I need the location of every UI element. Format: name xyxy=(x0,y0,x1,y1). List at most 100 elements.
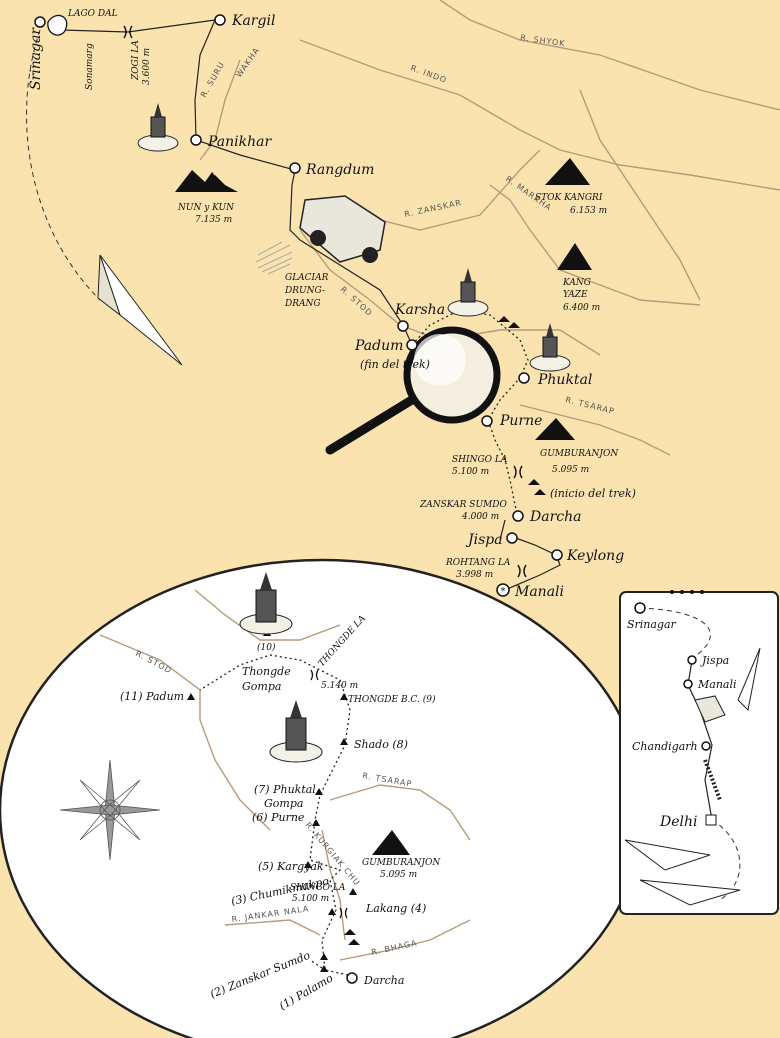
stage-padum: (11) Padum xyxy=(120,690,184,703)
label-glaciar-1: GLACIAR xyxy=(285,273,329,283)
main-flight-path xyxy=(26,29,101,301)
magnifier-icon xyxy=(325,326,501,455)
inset-marker-delhi xyxy=(705,814,717,826)
stage-thongde-gompa: Gompa xyxy=(242,680,281,693)
glacier-hatch xyxy=(255,241,293,275)
town-marker-kargil xyxy=(214,14,226,26)
label-zanskar-sumdo: ZANSKAR SUMDO xyxy=(419,500,507,510)
train-icon xyxy=(703,759,722,801)
pass-shingo-la-alt: 5.100 m xyxy=(292,894,329,904)
label-purne: Purne xyxy=(499,413,542,429)
label-inicio-trek: (inicio del trek) xyxy=(550,487,636,500)
label-keylong: Keylong xyxy=(566,548,624,564)
paper-plane-icon xyxy=(737,647,761,712)
stage-phuktal-gompa: Gompa xyxy=(264,797,303,810)
mountain-icon xyxy=(198,175,238,192)
label-shingo-la-alt: 5.100 m xyxy=(452,467,489,477)
paper-plane-icon xyxy=(97,254,183,366)
svg-text:*: * xyxy=(501,586,506,597)
pass-gumburanjon-alt: 5.095 m xyxy=(380,870,417,880)
pass-gumburanjon: GUMBURANJON xyxy=(362,858,441,868)
label-manali: Manali xyxy=(514,584,564,600)
label-zogi-la: ZOGI LA xyxy=(131,40,141,81)
label-zanskar-sumdo-alt: 4.000 m xyxy=(461,512,499,522)
river-wakha: WAKHA xyxy=(234,46,261,80)
inset-label-srinagar: Srinagar xyxy=(627,618,677,631)
river-tsarap: R. TSARAP xyxy=(565,395,616,416)
label-zogi-la-alt: 3.600 m xyxy=(142,48,152,85)
label-nun-kun: NUN y KUN xyxy=(177,203,235,213)
label-panikhar: Panikhar xyxy=(207,134,272,150)
town-marker-manali xyxy=(496,583,510,597)
main-town-markers: * xyxy=(34,14,563,597)
label-srinagar: Srinagar xyxy=(28,27,44,90)
inset-map: Srinagar Jispa Manali Chandigarh Delhi xyxy=(619,590,779,915)
stupa-icon xyxy=(269,700,323,763)
stage-phuktal: (7) Phuktal xyxy=(254,783,316,796)
stage-10: (10) xyxy=(257,642,276,653)
label-padum: Padum xyxy=(354,338,403,354)
trek-stage-markers xyxy=(187,629,357,972)
river-shyok: R. SHYOK xyxy=(520,33,566,48)
lago-dal-lake xyxy=(47,14,68,36)
town-marker-padum xyxy=(406,339,418,351)
label-kang-yaze-1: KANG xyxy=(562,278,591,288)
paper-plane-icon xyxy=(624,839,711,871)
label-stok-kangri: STOK KANGRI xyxy=(535,193,603,203)
stage-shado: Shado (8) xyxy=(354,738,408,751)
label-fin-trek: (fin del trek) xyxy=(360,358,430,371)
mountain-icon xyxy=(545,158,590,185)
label-lago-dal: LAGO DAL xyxy=(67,9,118,19)
compass-rose-icon xyxy=(59,759,161,861)
stupa-icon xyxy=(137,103,179,152)
pass-shingo-la: SHINGO LA xyxy=(290,883,346,893)
gompa-icons xyxy=(137,103,571,372)
town-marker-rangdum xyxy=(289,162,301,174)
town-marker-darcha-detail xyxy=(346,972,358,984)
label-darcha: Darcha xyxy=(529,509,581,525)
label-rangdum: Rangdum xyxy=(305,162,374,178)
town-marker-keylong xyxy=(551,549,563,561)
inset-label-delhi: Delhi xyxy=(659,814,697,830)
label-kargil: Kargil xyxy=(231,13,275,29)
stupa-icon xyxy=(239,572,293,635)
town-marker-darcha xyxy=(512,510,524,522)
label-nun-kun-alt: 7.135 m xyxy=(195,215,232,225)
inset-marker-srinagar xyxy=(634,602,646,614)
stage-thongde: Thongde xyxy=(242,665,291,678)
town-marker-srinagar xyxy=(34,16,46,28)
label-phuktal: Phuktal xyxy=(537,372,592,388)
jeep-icon xyxy=(299,195,386,263)
pass-thongde-la-alt: 5.140 m xyxy=(321,681,358,691)
label-shingo-la: SHINGO LA xyxy=(452,455,508,465)
pass-icons xyxy=(123,25,527,578)
label-glaciar-3: DRANG xyxy=(284,299,321,309)
label-glaciar-2: DRUNG- xyxy=(284,286,325,296)
stupa-icon xyxy=(529,323,571,372)
town-marker-karsha xyxy=(397,320,409,332)
inset-marker-manali xyxy=(683,679,693,689)
jeep-icon xyxy=(694,695,726,723)
mountain-icon xyxy=(372,830,410,855)
stupa-icon xyxy=(447,268,489,317)
label-sonamarg: Sonamarg xyxy=(85,43,95,90)
river-zanskar: R. ZANSKAR xyxy=(404,198,463,219)
label-gumburanjon: GUMBURANJON xyxy=(540,449,619,459)
label-rohtang-la: ROHTANG LA xyxy=(445,558,511,568)
stage-thongde-bc: THONGDE B.C. (9) xyxy=(348,694,436,705)
inset-label-jispa: Jispa xyxy=(700,654,729,667)
label-kang-yaze-alt: 6.400 m xyxy=(563,303,600,313)
stage-kargyak: (5) Kargyak xyxy=(258,860,324,873)
trek-detail-map: (1) Palamo (2) Zanskar Sumdo (3) Chumikm… xyxy=(0,558,646,1038)
mountain-icons xyxy=(175,158,592,440)
label-gumburanjon-alt: 5.095 m xyxy=(552,465,589,475)
label-stok-kangri-alt: 6.153 m xyxy=(570,206,607,216)
town-marker-purne xyxy=(481,415,493,427)
stage-lakang: Lakang (4) xyxy=(365,902,426,915)
paper-plane-icon xyxy=(639,879,741,906)
town-marker-phuktal xyxy=(518,372,530,384)
inset-label-chandigarh: Chandigarh xyxy=(632,740,698,753)
label-karsha: Karsha xyxy=(394,302,445,318)
